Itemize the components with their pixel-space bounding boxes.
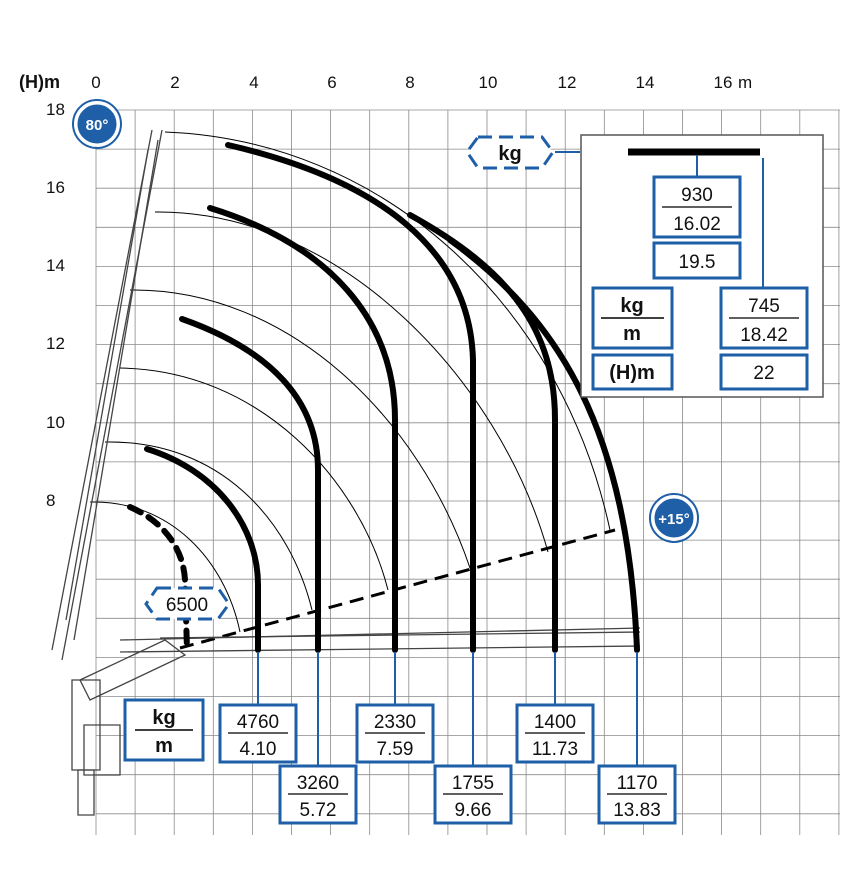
jib-upper-radius: 16.02 <box>673 214 721 235</box>
x-tick-label: 0 <box>91 73 100 92</box>
load-kg: 4760 <box>237 712 279 733</box>
load-box-3: 2330 7.59 <box>355 703 435 764</box>
x-unit-label: m <box>738 73 752 92</box>
jib-panel: 930 16.02 19.5 kg m 745 18.42 (H)m 22 <box>580 134 824 398</box>
load-curve-3 <box>207 205 398 653</box>
y-unit-label: (H)m <box>19 72 60 92</box>
reference-arc <box>164 131 611 531</box>
connectors <box>257 151 638 766</box>
min-angle-label: +15° <box>658 511 689 528</box>
load-curve-4 <box>225 142 476 653</box>
special-load-tag: 6500 <box>144 586 231 621</box>
y-tick-label: 14 <box>46 256 65 275</box>
reference-arc <box>104 441 313 611</box>
x-axis: 0 2 4 6 8 10 12 14 16 m <box>91 73 752 92</box>
load-box-6: 1170 13.83 <box>597 764 677 825</box>
y-tick-label: 8 <box>46 491 55 510</box>
x-tick-label: 16 <box>714 73 733 92</box>
crane-base <box>77 769 95 816</box>
load-kg: 1755 <box>452 773 494 794</box>
load-box-5: 1400 11.73 <box>515 703 595 764</box>
header-kg-tag: kg <box>465 135 555 170</box>
y-tick-label: 16 <box>46 178 65 197</box>
load-box-1: 4760 4.10 <box>218 703 298 764</box>
load-kg: 3260 <box>297 773 339 794</box>
jib-upper-kg: 930 <box>681 185 713 206</box>
max-angle-label: 80° <box>86 117 109 134</box>
crane-boom-lower <box>119 627 641 641</box>
jib-upper-height: 19.5 <box>679 252 716 273</box>
load-curves <box>127 142 640 653</box>
load-radius: 11.73 <box>532 739 578 760</box>
load-radius: 5.72 <box>300 800 337 821</box>
y-tick-label: 12 <box>46 334 65 353</box>
min-angle-badge: +15° <box>649 493 699 543</box>
y-tick-label: 18 <box>46 100 65 119</box>
jib-kg-label: kg <box>620 295 643 317</box>
reference-arcs <box>89 131 611 633</box>
reference-arc <box>119 367 389 591</box>
crane-base <box>83 724 121 776</box>
load-curve-special <box>127 504 190 653</box>
load-curve-1 <box>144 446 261 653</box>
x-tick-label: 6 <box>327 73 336 92</box>
load-radius: 9.66 <box>455 800 492 821</box>
jib-m-label: m <box>623 323 641 345</box>
y-axis: (H)m 18 16 14 12 10 8 <box>19 72 65 510</box>
y-tick-label: 10 <box>46 413 65 432</box>
x-tick-label: 14 <box>636 73 655 92</box>
crane-boom-upper <box>51 129 153 651</box>
crane-boom-upper <box>73 139 159 641</box>
load-radius: 13.83 <box>613 800 661 821</box>
x-tick-label: 4 <box>249 73 258 92</box>
crane-arm <box>79 639 187 701</box>
reference-arc <box>129 289 471 569</box>
crane-column <box>71 679 101 771</box>
crane-boom-lower <box>159 631 641 639</box>
jib-outer-radius: 18.42 <box>740 325 788 346</box>
jib-h-label: (H)m <box>609 362 655 384</box>
crane-illustration <box>51 129 641 816</box>
x-tick-label: 2 <box>170 73 179 92</box>
load-kg: 1170 <box>617 773 658 794</box>
load-kg: 1400 <box>534 712 576 733</box>
unit-legend: kg m <box>123 698 205 762</box>
load-box-4: 1755 9.66 <box>433 764 513 825</box>
x-tick-label: 8 <box>405 73 414 92</box>
crane-boom-upper <box>61 129 163 661</box>
load-curve-2 <box>179 316 321 653</box>
jib-outer-kg: 745 <box>748 296 780 317</box>
crane-boom-upper <box>65 149 149 621</box>
jib-outer-height: 22 <box>753 363 774 384</box>
load-radius: 7.59 <box>377 739 414 760</box>
legend-m-label: m <box>155 735 173 757</box>
max-angle-badge: 80° <box>72 99 122 149</box>
load-kg: 2330 <box>374 712 416 733</box>
special-load-value: 6500 <box>166 595 208 616</box>
header-kg-label: kg <box>498 143 521 165</box>
reference-arc <box>154 211 549 553</box>
load-box-2: 3260 5.72 <box>278 764 358 825</box>
reference-arc <box>89 501 241 633</box>
legend-kg-label: kg <box>152 707 175 729</box>
crane-boom-lower <box>119 645 641 653</box>
x-tick-label: 10 <box>479 73 498 92</box>
load-radius: 4.10 <box>240 739 277 760</box>
x-tick-label: 12 <box>558 73 577 92</box>
